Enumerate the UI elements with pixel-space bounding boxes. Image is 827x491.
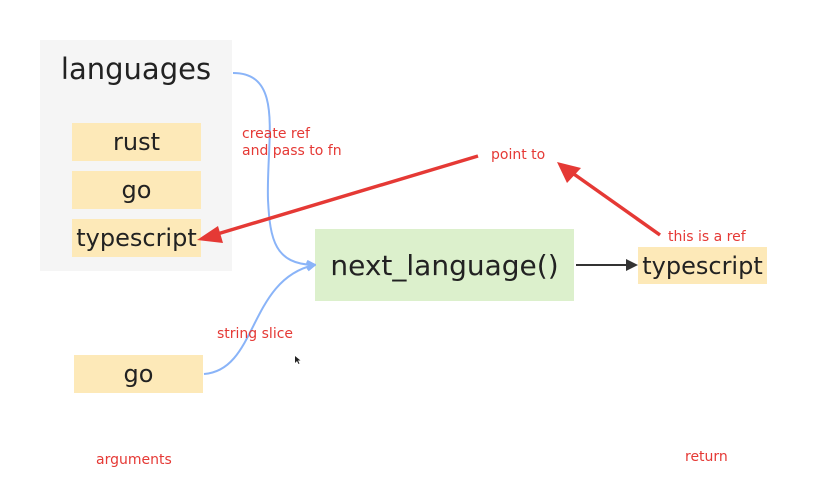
languages-title: languages	[60, 52, 212, 86]
language-item-typescript: typescript	[72, 219, 201, 257]
language-item-rust: rust	[72, 123, 201, 161]
mouse-cursor-icon	[295, 356, 301, 364]
string-slice-annotation: string slice	[217, 326, 294, 342]
result-typescript-chip: typescript	[638, 247, 767, 284]
argument-go-chip: go	[74, 355, 203, 393]
this-is-a-ref-annotation: this is a ref	[668, 229, 746, 245]
ref-flow-arrow	[232, 72, 314, 265]
create-ref-annotation: create ref and pass to fn	[242, 126, 342, 160]
point-to-arrowhead	[197, 226, 223, 243]
this-is-a-ref-line	[569, 170, 662, 237]
return-label: return	[685, 449, 728, 465]
create-ref-line-2: and pass to fn	[242, 143, 342, 159]
arguments-label: arguments	[96, 452, 172, 468]
point-to-annotation: point to	[491, 147, 546, 163]
point-to-line	[213, 154, 479, 237]
this-is-a-ref-arrowhead	[557, 162, 581, 183]
create-ref-line-1: create ref	[242, 126, 310, 142]
language-item-go: go	[72, 171, 201, 209]
next-language-function-box: next_language()	[315, 229, 574, 301]
argument-flow-arrow	[203, 265, 314, 375]
